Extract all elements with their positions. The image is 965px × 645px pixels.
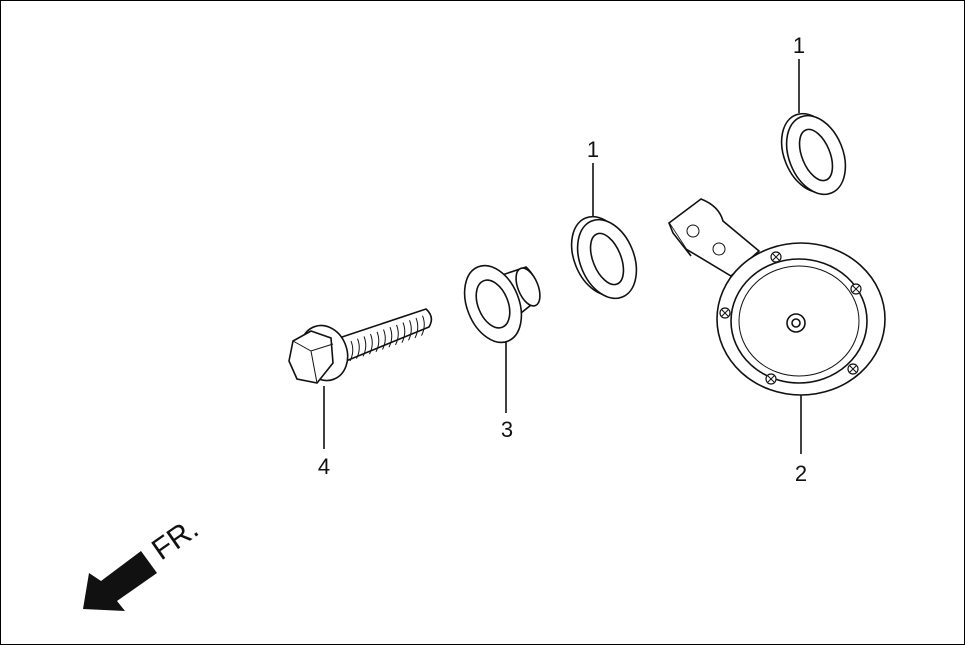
bolt	[288, 308, 433, 384]
front-direction-label: FR.	[146, 512, 205, 567]
washer-middle	[570, 215, 638, 300]
bolt-thread	[349, 340, 354, 362]
horn-screw	[719, 307, 731, 319]
bolt-thread	[421, 315, 425, 336]
bolt-thread	[375, 331, 380, 353]
bolt-thread	[369, 333, 373, 355]
callout-washer-middle: 1	[587, 137, 599, 162]
bolt-thread	[401, 322, 406, 343]
arrow-down-left-icon	[83, 551, 157, 611]
bolt-thread	[395, 324, 399, 346]
bolt-thread	[408, 320, 412, 341]
bolt-thread	[356, 338, 360, 359]
callout-bolt: 4	[318, 454, 330, 479]
callout-washer-top: 1	[793, 33, 805, 58]
callout-collar: 3	[501, 417, 513, 442]
collar	[463, 264, 541, 344]
horn	[667, 198, 886, 396]
callout-horn: 2	[795, 461, 807, 486]
washer-top	[780, 112, 847, 196]
horn-screw	[847, 363, 859, 375]
horn-screw	[850, 283, 862, 295]
bolt-thread	[388, 327, 393, 348]
horn-screw	[770, 251, 782, 263]
horn-screw	[765, 373, 777, 385]
bolt-thread	[382, 329, 386, 350]
bolt-thread	[414, 317, 419, 339]
bolt-thread	[362, 336, 367, 357]
